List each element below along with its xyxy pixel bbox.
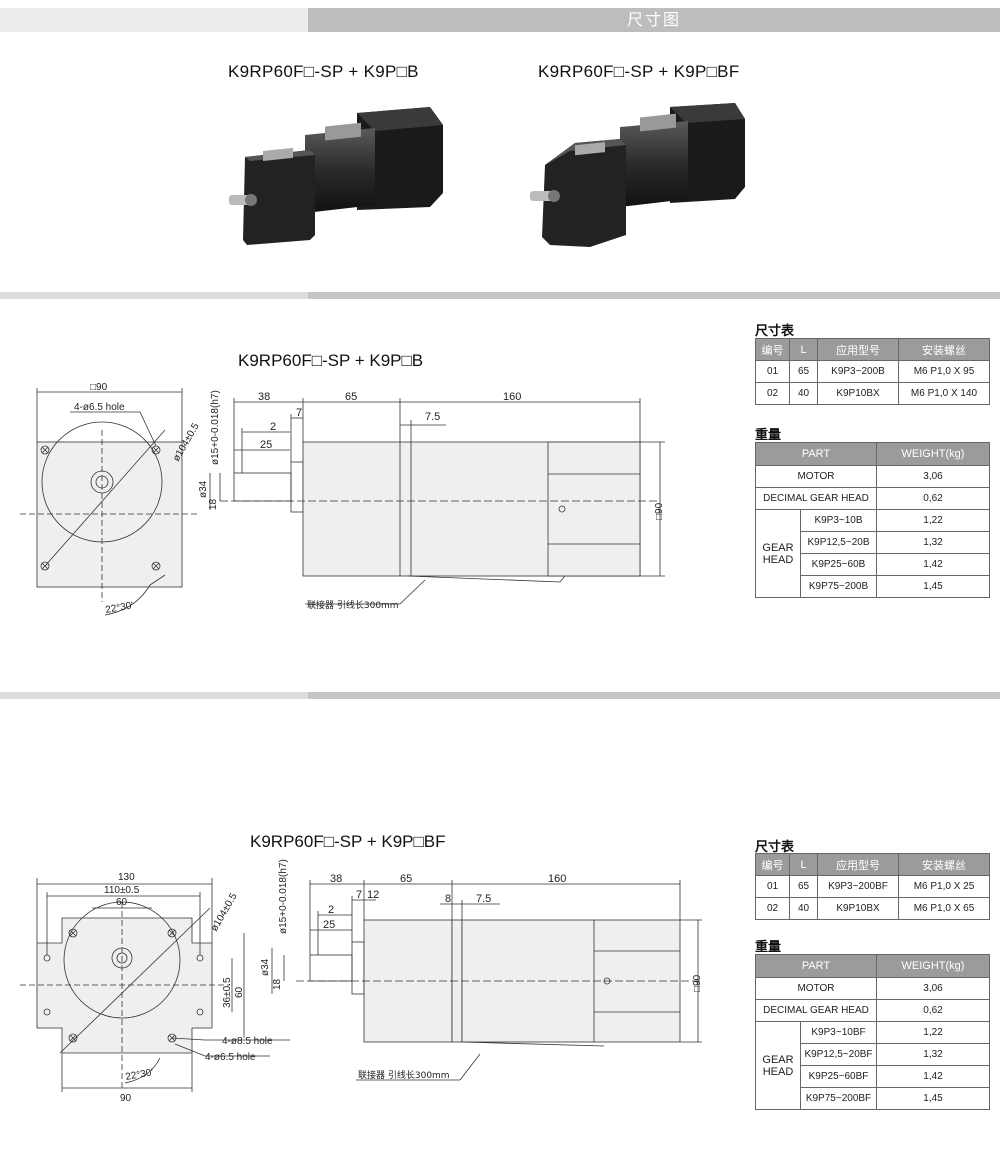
wt-table-title-1: 重量 <box>755 428 782 443</box>
dimension-drawing-b: □90 4-ø6.5 hole ø104±0.5 22°30' 38 65 16… <box>20 382 665 616</box>
drawing-title-1: K9RP60F□-SP + K9P□B <box>238 351 424 370</box>
dim-90: □90 <box>654 502 665 520</box>
product-title-1: K9RP60F□-SP + K9P□B <box>228 62 419 81</box>
dim-angle: 22°30' <box>105 600 135 616</box>
dim-65: 65 <box>345 391 357 403</box>
product-title-2: K9RP60F□-SP + K9P□BF <box>538 62 740 81</box>
header-bar-left <box>0 8 308 32</box>
dim-18: 18 <box>208 498 219 510</box>
dim-18: 18 <box>272 978 283 990</box>
dim-25: 25 <box>323 919 335 931</box>
dim-2: 2 <box>270 421 276 433</box>
dim-38: 38 <box>330 873 342 885</box>
dim-7-5: 7.5 <box>425 411 440 423</box>
dim-36: 36±0.5 <box>222 977 233 1008</box>
connector-label: 联接器 引线长300mm <box>358 1069 450 1081</box>
dim-pcd: ø104±0.5 <box>209 891 240 933</box>
dim-160: 160 <box>548 873 566 885</box>
dim-shaft: ø15+0-0.018(h7) <box>278 859 289 934</box>
dim-34: ø34 <box>260 958 271 976</box>
dim-7: 7 <box>296 407 302 419</box>
dim-shaft: ø15+0-0.018(h7) <box>210 390 221 465</box>
dim-table-title-2: 尺寸表 <box>755 840 795 855</box>
motor-photo-b <box>229 107 443 245</box>
dim-table-title-1: 尺寸表 <box>755 324 795 339</box>
dim-60: 60 <box>116 897 128 908</box>
dim-160: 160 <box>503 391 521 403</box>
wt-table-title-2: 重量 <box>755 940 782 955</box>
dim-holes-6-5: 4-ø6.5 hole <box>205 1052 256 1063</box>
dim-25: 25 <box>260 439 272 451</box>
dim-8: 8 <box>445 893 451 905</box>
dim-110: 110±0.5 <box>104 885 140 896</box>
motor-photo-bf <box>530 103 745 247</box>
dim-square: □90 <box>90 382 108 393</box>
dimension-drawing-bf: 130 110±0.5 60 ø104±0.5 36±0.5 60 4-ø8.5… <box>20 859 703 1104</box>
header-title: 尺寸图 <box>308 8 1000 32</box>
dim-7: 7 <box>356 889 362 901</box>
dim-130: 130 <box>118 872 135 883</box>
connector-label: 联接器 引线长300mm <box>307 599 399 611</box>
dim-34: ø34 <box>198 480 209 498</box>
dim-holes-8-5: 4-ø8.5 hole <box>222 1036 273 1047</box>
dim-38: 38 <box>258 391 270 403</box>
mount-hole-icons <box>43 928 204 1043</box>
dim-90: □90 <box>692 974 703 992</box>
dim-12: 12 <box>367 889 379 901</box>
dim-2: 2 <box>328 904 334 916</box>
dim-60-vertical: 60 <box>234 986 245 998</box>
dim-90-bottom: 90 <box>120 1093 132 1104</box>
dim-angle: 22°30' <box>125 1067 155 1083</box>
dim-65: 65 <box>400 873 412 885</box>
front-view-flange <box>36 441 183 588</box>
front-view-flange <box>36 917 213 1054</box>
drawing-title-2: K9RP60F□-SP + K9P□BF <box>250 832 446 851</box>
dim-holes: 4-ø6.5 hole <box>74 402 125 413</box>
section-divider <box>0 292 1000 299</box>
dim-7-5: 7.5 <box>476 893 491 905</box>
section-divider <box>0 692 1000 699</box>
